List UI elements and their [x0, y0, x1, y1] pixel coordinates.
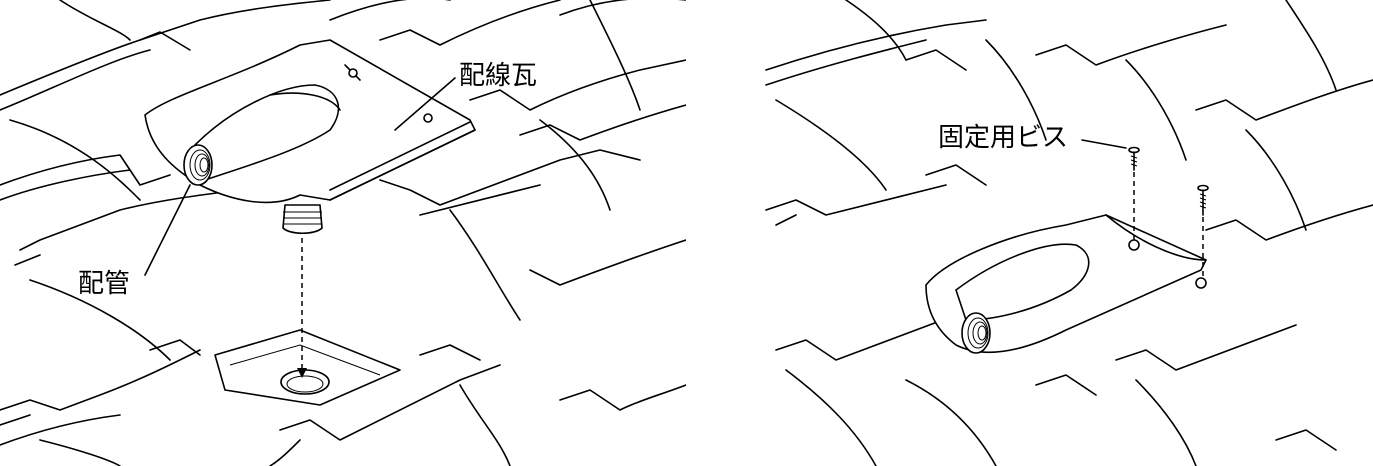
- alignment-arrow-icon: [297, 368, 307, 378]
- wiring-tile-leader: [394, 77, 456, 131]
- fixing-screw-left: [1128, 146, 1140, 240]
- pipe-coil: [961, 312, 991, 354]
- right-diagram: 固定用ビス: [686, 0, 1373, 466]
- piping-leader: [144, 184, 191, 276]
- installed-wiring-tile: [925, 214, 1207, 353]
- wiring-tile: [144, 39, 476, 204]
- left-roof-illustration: 配線瓦 配管: [0, 0, 686, 466]
- lower-coupling: [282, 204, 323, 235]
- left-diagram: 配線瓦 配管: [0, 0, 686, 466]
- fixing-screw-label: 固定用ビス: [938, 123, 1068, 153]
- right-roof-illustration: 固定用ビス: [765, 0, 1373, 466]
- wiring-tile-label: 配線瓦: [459, 61, 537, 91]
- piping-label: 配管: [78, 269, 130, 299]
- screw-leader: [1081, 139, 1127, 149]
- roof-tile-rows: [0, 0, 686, 466]
- roof-opening: [214, 329, 401, 406]
- pipe-coil: [183, 144, 213, 186]
- fixing-screw-right: [1197, 184, 1209, 278]
